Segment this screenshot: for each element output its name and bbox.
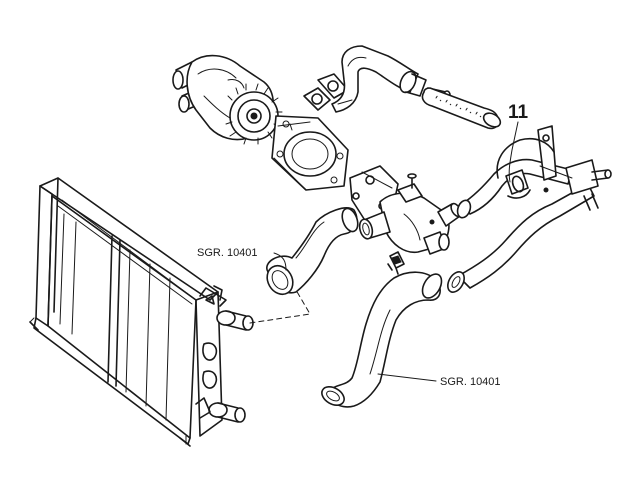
callout-right-text: SGR. 10401 bbox=[440, 376, 501, 388]
callout-right-leader bbox=[377, 373, 437, 382]
callout-right: SGR. 10401 bbox=[377, 373, 501, 388]
upper-metal-pipe bbox=[331, 45, 451, 113]
ribbed-sleeve bbox=[421, 87, 502, 130]
callout-left-text: SGR. 10401 bbox=[197, 247, 258, 259]
radiator bbox=[29, 177, 254, 447]
pump-gasket bbox=[271, 115, 349, 191]
callout-left: SGR. 10401 bbox=[197, 247, 287, 271]
part-number-leader bbox=[508, 121, 519, 183]
part-number-label: 11 bbox=[508, 102, 529, 123]
part-number-callout: 11 bbox=[508, 102, 529, 183]
thermostat-housing bbox=[349, 165, 462, 255]
coolant-pipe-assembly bbox=[447, 125, 612, 293]
callout-left-leader bbox=[273, 252, 287, 271]
radiator-outlet-hose bbox=[321, 271, 443, 408]
connection-dashed-line bbox=[249, 289, 311, 324]
water-pump bbox=[172, 54, 283, 145]
small-gaskets bbox=[303, 73, 349, 111]
radiator-inlet-hose bbox=[266, 207, 359, 296]
temperature-sensor bbox=[387, 251, 405, 275]
